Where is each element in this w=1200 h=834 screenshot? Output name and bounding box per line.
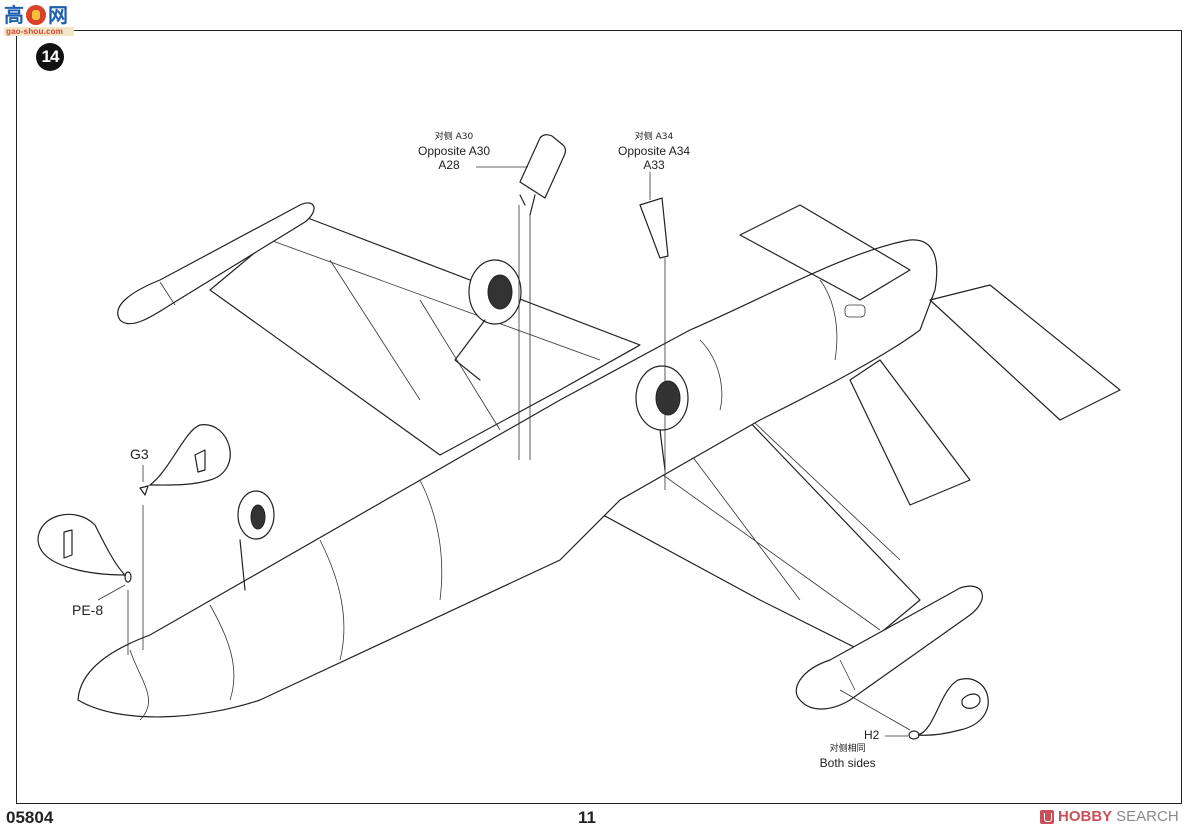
hobby-search-logo: HOBBY SEARCH xyxy=(1040,808,1179,825)
callout-a33: 对侧 A34 Opposite A34 A33 xyxy=(618,130,690,172)
h2-note-cn: 对侧相同 xyxy=(829,744,866,754)
watermark-char-1: 高 xyxy=(4,3,24,27)
g3-part-label: G3 xyxy=(130,446,149,462)
watermark-logo: 高 网 gao-shou.com xyxy=(4,4,74,38)
detail-bubble-g3 xyxy=(139,424,231,650)
detail-bubble-pe8 xyxy=(37,513,132,655)
brand-search: SEARCH xyxy=(1116,808,1179,825)
part-a33 xyxy=(639,172,669,490)
part-a28 xyxy=(476,134,566,460)
horizontal-stabilizer-left xyxy=(739,204,911,301)
watermark-emblem-icon xyxy=(26,5,46,25)
brand-hobby: HOBBY xyxy=(1058,808,1113,825)
a33-opposite-cn: 对侧 A34 xyxy=(634,132,674,142)
kit-code: 05804 xyxy=(6,808,54,827)
h2-part-label: H2 xyxy=(864,728,880,742)
a28-opposite-en: Opposite A30 xyxy=(418,144,491,158)
h2-note-en: Both sides xyxy=(819,756,876,770)
main-wheel-left xyxy=(454,259,522,381)
a28-part-label: A28 xyxy=(438,158,460,172)
pe8-part-label: PE-8 xyxy=(72,602,104,618)
hobby-search-icon xyxy=(1040,809,1054,824)
a28-opposite-cn: 对侧 A30 xyxy=(434,132,474,142)
vertical-fin xyxy=(849,359,971,506)
horizontal-stabilizer-right xyxy=(929,284,1121,421)
right-tip-tank xyxy=(795,585,983,710)
watermark-char-2: 网 xyxy=(48,3,68,27)
a33-opposite-en: Opposite A34 xyxy=(618,144,691,158)
step-number-badge: 14 xyxy=(36,43,64,71)
page-number: 11 xyxy=(578,808,596,827)
a33-part-label: A33 xyxy=(643,158,665,172)
fuselage xyxy=(77,239,938,721)
watermark-url: gao-shou.com xyxy=(4,27,74,36)
left-tip-tank xyxy=(117,202,315,325)
callout-a28: 对侧 A30 Opposite A30 A28 xyxy=(418,130,490,172)
main-wheel-right xyxy=(635,365,689,471)
detail-bubble-h2 xyxy=(839,678,989,740)
callout-h2: H2 对侧相同 Both sides xyxy=(816,728,880,770)
page-frame xyxy=(16,30,1182,804)
nose-wheel xyxy=(237,490,275,591)
